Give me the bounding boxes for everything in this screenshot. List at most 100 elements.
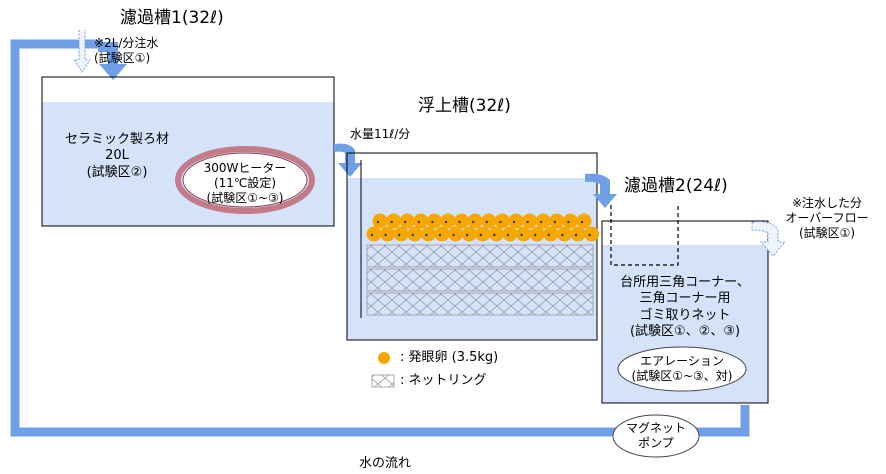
flow-rate-label: 水量11ℓ/分	[350, 127, 411, 141]
egg-eye	[588, 233, 591, 237]
egg	[508, 213, 524, 229]
egg-icon	[378, 352, 390, 364]
egg-eye	[404, 220, 407, 224]
egg	[535, 213, 551, 229]
egg	[549, 213, 565, 229]
egg	[413, 213, 429, 229]
egg	[372, 213, 388, 229]
pipe-arrow-into-tank1	[98, 42, 127, 80]
pump-label: マグネット ポンプ	[625, 421, 686, 450]
egg	[481, 213, 497, 229]
egg-eye	[540, 220, 543, 224]
egg	[454, 213, 470, 229]
flow-caption: 水の流れ	[358, 456, 411, 471]
egg	[440, 213, 456, 229]
egg-eye	[547, 233, 550, 237]
egg	[494, 213, 510, 229]
egg-eye	[534, 233, 537, 237]
overflow-note: ※注水した分 オーバーフロー (試験区①)	[785, 196, 869, 240]
egg-eye	[499, 220, 502, 224]
egg-eye	[370, 233, 374, 237]
egg	[448, 226, 464, 242]
curved-arrow-icon	[334, 143, 362, 177]
tank1-inflow-note: ※2L/分注水 (試験区①)	[94, 36, 159, 65]
float-tank-title: 浮上槽(32ℓ)	[418, 96, 511, 116]
return-pipe	[10, 39, 750, 437]
egg-eye	[493, 233, 496, 237]
egg-eye	[479, 233, 482, 237]
egg	[556, 226, 572, 242]
net-ring-layer-3	[366, 292, 594, 316]
egg	[570, 226, 586, 242]
float-tank-outline	[346, 152, 598, 341]
tank2-title: 濾過槽2(24ℓ)	[624, 176, 728, 196]
egg-eye	[390, 220, 393, 224]
egg-eye	[520, 233, 523, 237]
egg-eye	[431, 220, 434, 224]
egg-eye	[425, 233, 428, 237]
egg	[562, 213, 578, 229]
legend-netring-label: : ネットリング	[400, 373, 487, 388]
egg	[399, 213, 415, 229]
eyed-eggs	[366, 213, 600, 242]
egg	[488, 226, 504, 242]
egg-eye	[512, 220, 516, 224]
egg-eye	[506, 233, 510, 237]
tank1-title: 濾過槽1(32ℓ)	[120, 8, 224, 28]
egg	[407, 226, 423, 242]
heater-ellipse	[182, 152, 308, 208]
egg	[522, 213, 538, 229]
net-ring-layer-2	[366, 268, 594, 292]
egg	[529, 226, 545, 242]
egg-eye	[438, 233, 442, 237]
pump-ellipse	[612, 414, 700, 458]
legend-egg-label: : 発眼卵 (3.5kg)	[400, 350, 499, 365]
net-ring-layer-1	[366, 244, 594, 268]
egg-eye	[458, 220, 461, 224]
egg-eye	[444, 220, 448, 224]
egg	[380, 226, 396, 242]
egg	[576, 213, 592, 229]
egg-eye	[567, 220, 570, 224]
egg-eye	[472, 220, 475, 224]
triangle-net	[610, 205, 679, 266]
curved-arrow-icon	[751, 221, 787, 257]
egg-eye	[398, 233, 401, 237]
egg-eye	[580, 220, 584, 224]
down-arrow-icon	[73, 30, 91, 73]
egg	[543, 226, 559, 242]
egg	[502, 226, 518, 242]
egg	[366, 226, 382, 242]
egg-eye	[417, 220, 420, 224]
egg-eye	[376, 220, 380, 224]
heater-label: 300Wヒーター (11℃設定) (試験区①~③)	[203, 161, 287, 205]
tank1-media-label: セラミック製ろ材 20L (試験区②)	[64, 132, 169, 180]
heater-ring	[175, 146, 315, 214]
egg	[475, 226, 491, 242]
egg-eye	[574, 233, 578, 237]
egg	[393, 226, 409, 242]
net-label: 台所用三角コーナー、 三角コーナー用 ゴミ取りネット (試験区①、②、③)	[620, 275, 750, 339]
egg-eye	[466, 233, 469, 237]
egg	[584, 226, 600, 242]
egg	[426, 213, 442, 229]
aeration-ellipse	[617, 346, 747, 392]
egg	[386, 213, 402, 229]
egg-eye	[384, 233, 387, 237]
egg	[420, 226, 436, 242]
egg-eye	[452, 233, 455, 237]
egg-eye	[411, 233, 414, 237]
egg-eye	[485, 220, 488, 224]
tank2-outline	[601, 220, 769, 404]
egg	[467, 213, 483, 229]
aeration-label: エアレーション (試験区①~③、対)	[631, 354, 733, 383]
egg	[434, 226, 450, 242]
egg	[461, 226, 477, 242]
net-ring-icon	[371, 374, 395, 388]
egg	[516, 226, 532, 242]
curved-arrow-icon	[585, 173, 617, 208]
egg-eye	[553, 220, 556, 224]
egg-eye	[526, 220, 529, 224]
